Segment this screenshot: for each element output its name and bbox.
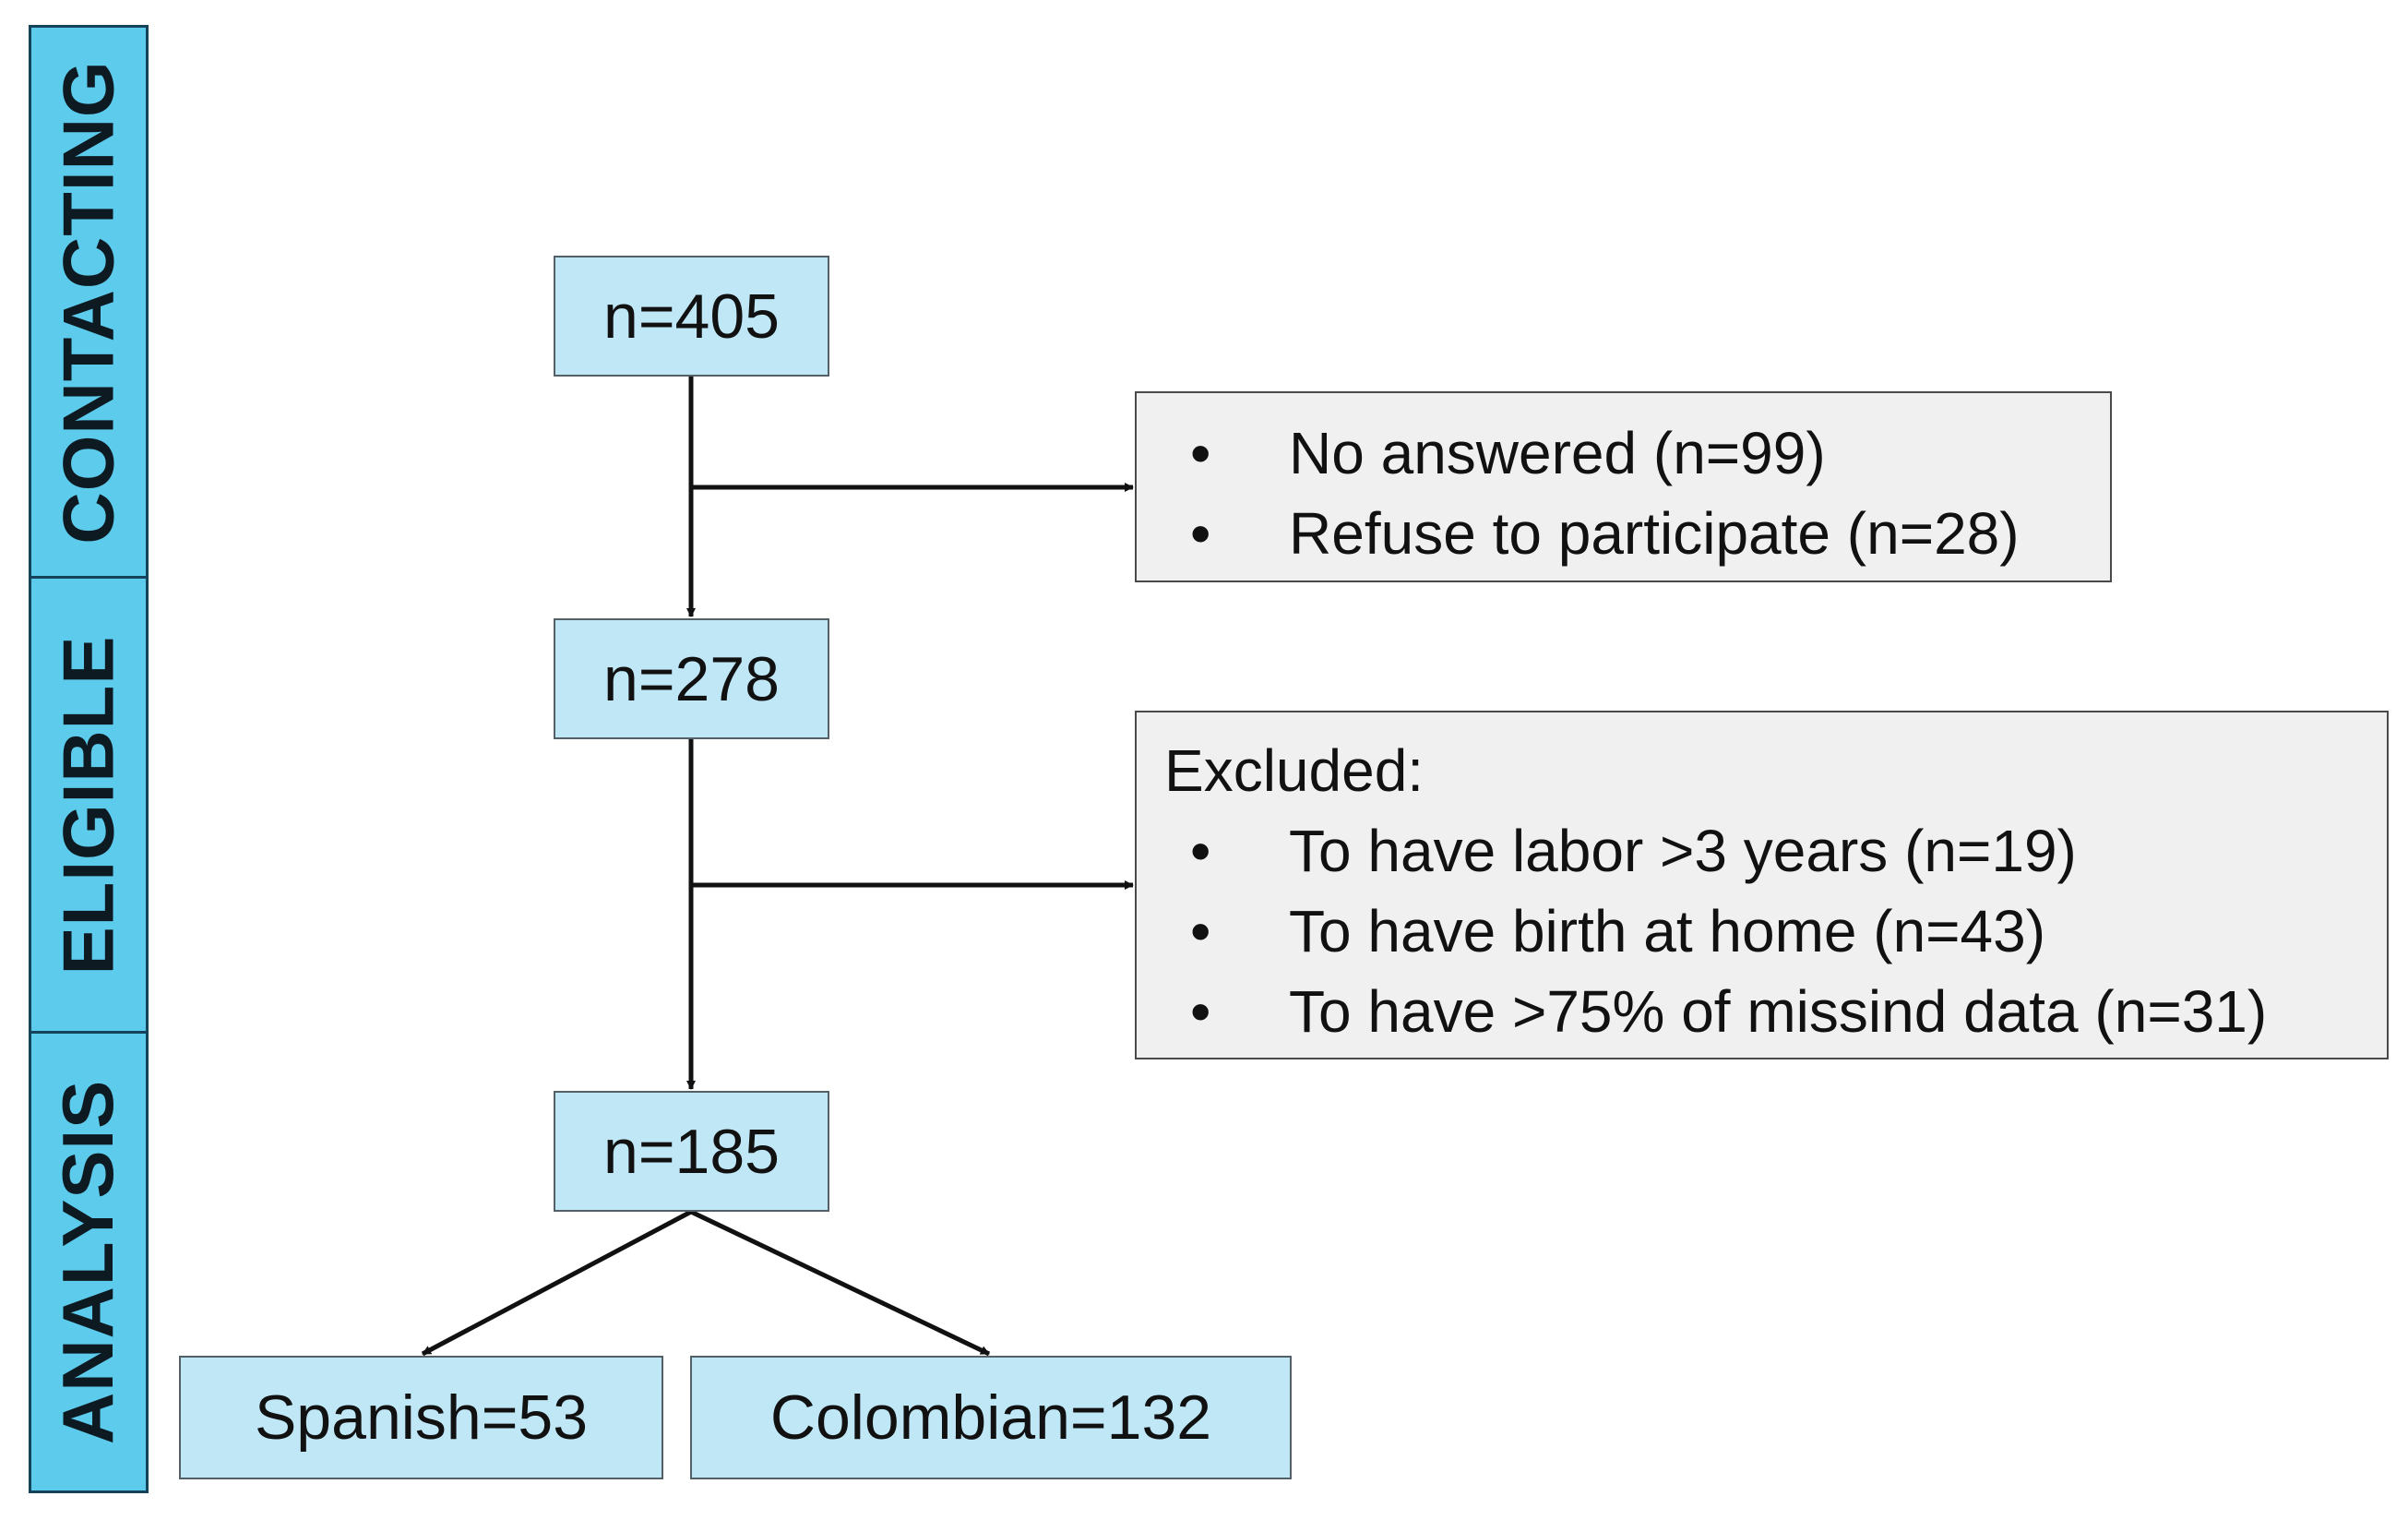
eligibility-exclusion-item: To have labor >3 years (n=19): [1164, 811, 2387, 892]
contact-exclusion-item: Refuse to participate (n=28): [1164, 494, 2110, 574]
stage-analysis: ANALYSIS: [29, 1031, 149, 1493]
exclusions-heading: Excluded:: [1164, 737, 1425, 804]
contact-exclusions-list: No answered (n=99) Refuse to participate…: [1164, 413, 2110, 574]
arrow-analysis-to-spanish: [421, 1209, 693, 1357]
contact-exclusion-item: No answered (n=99): [1164, 413, 2110, 494]
stage-eligible: ELIGIBLE: [29, 576, 149, 1034]
eligibility-exclusion-item: To have >75% of missind data (n=31): [1164, 972, 2387, 1052]
contacted-count-box: n=405: [554, 256, 829, 377]
eligibility-exclusions-list: To have labor >3 years (n=19) To have bi…: [1164, 811, 2387, 1052]
stage-contacting: CONTACTING: [29, 25, 149, 579]
stage-label-analysis: ANALYSIS: [47, 1079, 129, 1445]
colombian-count-box: Colombian=132: [690, 1356, 1292, 1479]
stage-label-eligible: ELIGIBLE: [47, 635, 129, 975]
eligibility-exclusions-box: Excluded: To have labor >3 years (n=19) …: [1135, 711, 2389, 1059]
stage-label-contacting: CONTACTING: [47, 59, 129, 545]
spanish-count-box: Spanish=53: [179, 1356, 663, 1479]
arrow-analysis-to-colombian: [689, 1209, 991, 1357]
contact-exclusions-box: No answered (n=99) Refuse to participate…: [1135, 391, 2112, 582]
analysis-count-box: n=185: [554, 1091, 829, 1212]
eligible-count-box: n=278: [554, 618, 829, 739]
eligibility-exclusion-item: To have birth at home (n=43): [1164, 892, 2387, 972]
